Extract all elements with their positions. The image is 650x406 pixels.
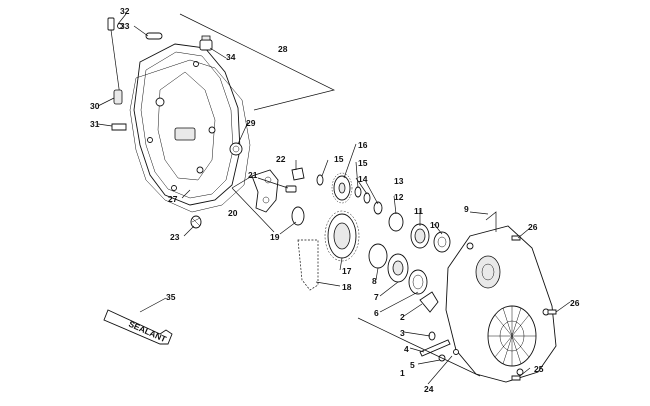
clip-21 <box>285 185 297 193</box>
sprocket-17 <box>324 210 360 262</box>
callout-26b: 26 <box>570 298 580 308</box>
callout-11: 11 <box>414 206 423 216</box>
callout-31: 31 <box>90 119 100 129</box>
cover-gasket-27 <box>129 59 251 213</box>
callout-18: 18 <box>342 282 352 292</box>
callout-6: 6 <box>374 308 379 318</box>
drive-cover-assembly <box>133 43 241 206</box>
callout-20: 20 <box>228 208 238 218</box>
bracket-28 <box>179 13 336 111</box>
chaincase-housing-1 <box>445 225 557 383</box>
chain-18 <box>297 239 319 291</box>
callout-22: 22 <box>276 154 286 164</box>
callout-29: 29 <box>246 118 256 128</box>
callout-25: 25 <box>534 364 544 374</box>
callout-12: 12 <box>394 192 404 202</box>
callout-26a: 26 <box>528 222 538 232</box>
callout-4: 4 <box>404 344 409 354</box>
seal-29 <box>229 142 243 156</box>
snapring-13 <box>373 201 383 215</box>
callout-34: 34 <box>226 52 236 62</box>
callout-7: 7 <box>374 292 379 302</box>
tensioner-arm-20 <box>251 169 279 213</box>
callout-27: 27 <box>168 194 178 204</box>
callout-16: 16 <box>358 140 368 150</box>
callout-3: 3 <box>400 328 405 338</box>
callout-21: 21 <box>248 170 258 180</box>
callout-28: 28 <box>278 44 288 54</box>
callout-10: 10 <box>430 220 440 230</box>
callout-1: 1 <box>400 368 405 378</box>
leader-lines <box>97 13 571 385</box>
callout-32: 32 <box>120 6 130 16</box>
ring-12 <box>388 212 404 232</box>
washer-15a <box>316 174 324 186</box>
callout-15b: 15 <box>358 158 368 168</box>
seal-10 <box>433 231 451 253</box>
plug-34 <box>199 35 213 51</box>
oring-33 <box>145 32 163 40</box>
seal-6 <box>408 269 428 295</box>
bolt-4 <box>419 339 451 357</box>
gear-16 <box>331 172 353 204</box>
bracket-2 <box>419 291 439 313</box>
callout-33: 33 <box>120 21 130 31</box>
bracket-20 <box>231 175 275 233</box>
callout-14: 14 <box>358 174 368 184</box>
adjuster-9 <box>485 211 497 232</box>
callout-labels: 1 2 3 4 5 6 7 8 9 10 11 12 13 14 15 15 1… <box>90 6 580 394</box>
callout-23: 23 <box>170 232 180 242</box>
callout-5: 5 <box>410 360 415 370</box>
washer-14 <box>363 192 371 204</box>
washer-15b <box>354 186 362 198</box>
callout-13: 13 <box>394 176 404 186</box>
screw-26a <box>511 235 521 241</box>
callout-8: 8 <box>372 276 377 286</box>
dipstick-30 <box>107 17 123 105</box>
spring-23 <box>190 215 202 229</box>
callout-30: 30 <box>90 101 100 111</box>
sealant-tube-35: SEALANT <box>103 309 173 344</box>
screw-25 <box>511 375 521 381</box>
callout-2: 2 <box>400 312 405 322</box>
callout-19: 19 <box>270 232 280 242</box>
oring-19 <box>291 206 305 226</box>
screw-26b <box>547 309 557 315</box>
screw-32 <box>117 23 123 29</box>
callout-9: 9 <box>464 204 469 214</box>
callout-15a: 15 <box>334 154 344 164</box>
callout-24: 24 <box>424 384 434 394</box>
pin-22 <box>291 167 305 181</box>
bracket-1 <box>357 317 481 377</box>
ring-8 <box>368 243 388 269</box>
callout-35: 35 <box>166 292 176 302</box>
callout-17: 17 <box>342 266 352 276</box>
bearing-11 <box>410 223 430 249</box>
screw-31 <box>111 123 127 131</box>
screw-24 <box>453 349 459 355</box>
bearing-7 <box>387 253 409 283</box>
